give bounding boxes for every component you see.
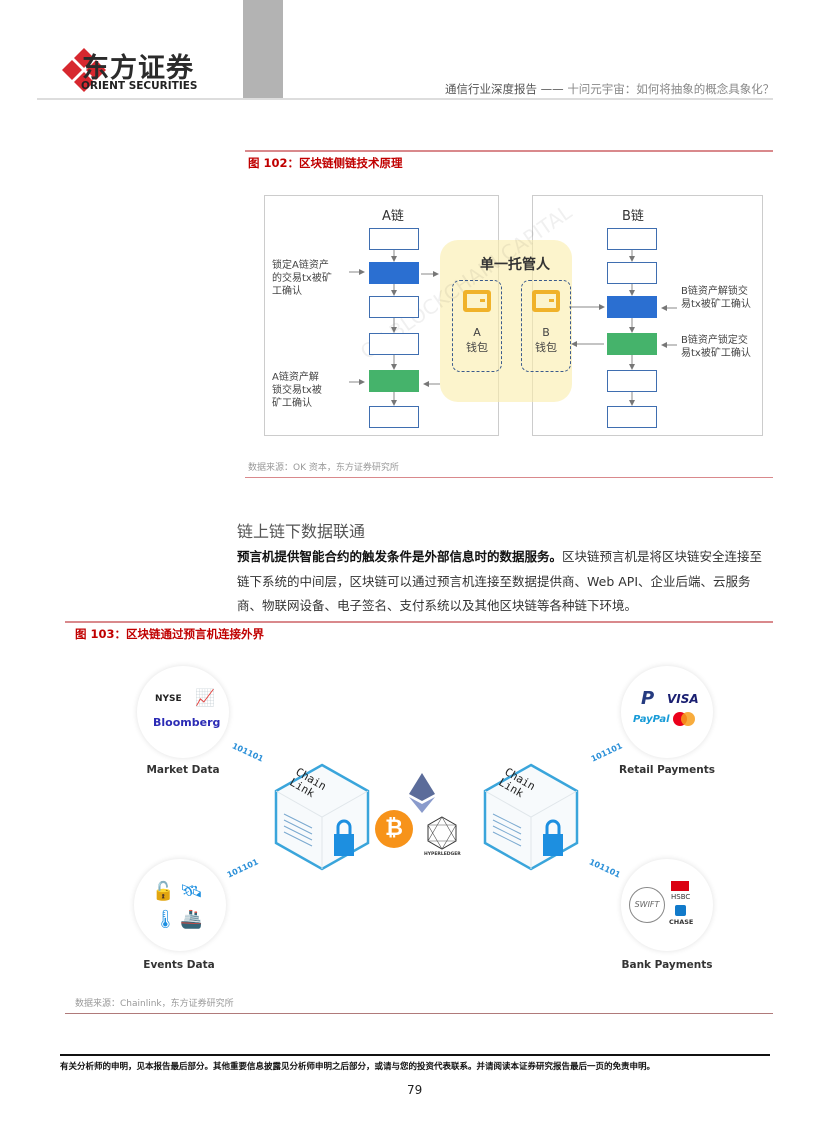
ethereum-icon bbox=[409, 773, 435, 813]
block bbox=[607, 262, 657, 284]
thermometer-icon: 🌡 bbox=[154, 909, 177, 930]
hsbc-logo bbox=[671, 881, 689, 891]
note-a-unlock: A链资产解锁交易tx被矿工确认 bbox=[272, 372, 322, 409]
report-subtitle: 十问元宇宙：如何将抽象的概念具象化？ bbox=[567, 82, 775, 96]
separator: —— bbox=[540, 82, 564, 96]
page-number: 79 bbox=[407, 1083, 423, 1097]
block bbox=[607, 228, 657, 250]
wallet-icon bbox=[463, 290, 491, 312]
brand-name-cn: 东方证券 bbox=[82, 53, 194, 84]
block bbox=[607, 406, 657, 428]
figure-102-source: 数据来源：OK 资本，东方证券研究所 bbox=[248, 463, 399, 473]
chase-logo bbox=[675, 905, 686, 916]
data-flow-bits: 101101 bbox=[589, 741, 624, 764]
wallet-b: B 钱包 bbox=[521, 280, 571, 372]
data-flow-bits: 101101 bbox=[587, 857, 622, 880]
figure-divider bbox=[65, 621, 773, 623]
figure-103-source: 数据来源：Chainlink，东方证券研究所 bbox=[75, 999, 234, 1009]
header-divider bbox=[37, 98, 773, 100]
footer-disclaimer: 有关分析师的申明，见本报告最后部分。其他重要信息披露见分析师申明之后部分，或请与… bbox=[60, 1062, 656, 1072]
chain-b-title: B链 bbox=[622, 209, 644, 224]
report-type: 通信行业深度报告 bbox=[445, 82, 537, 96]
custodian-box bbox=[440, 240, 572, 402]
wallet-icon bbox=[532, 290, 560, 312]
wallet-a: A 钱包 bbox=[452, 280, 502, 372]
chainlink-node-right bbox=[483, 763, 579, 871]
chase-label: CHASE bbox=[669, 918, 694, 926]
block bbox=[369, 406, 419, 428]
footer-divider bbox=[60, 1054, 770, 1056]
data-flow-bits: 101101 bbox=[230, 741, 265, 764]
body-text: 区块链预言机是将区块链安全连接至链下系统的中间层，区块链可以通过预言机连接至数据… bbox=[237, 549, 763, 613]
figure-divider bbox=[65, 1013, 773, 1014]
mastercard-logo bbox=[673, 712, 695, 726]
paypal-logo: PayPal bbox=[633, 714, 670, 725]
figure-divider bbox=[245, 477, 773, 478]
section-paragraph: 预言机提供智能合约的触发条件是外部信息时的数据服务。区块链预言机是将区块链安全连… bbox=[237, 545, 772, 619]
note-a-lock: 锁定A链资产的交易tx被矿工确认 bbox=[272, 260, 332, 297]
figure-103-caption: 图 103：区块链通过预言机连接外界 bbox=[75, 627, 265, 641]
wallet-label: 钱包 bbox=[466, 341, 488, 354]
section-heading: 链上链下数据联通 bbox=[237, 522, 366, 541]
satellite-icon: 🛰 bbox=[180, 881, 203, 902]
bank-payments-label: Bank Payments bbox=[621, 959, 713, 971]
block bbox=[369, 296, 419, 318]
wallet-label: B bbox=[542, 326, 550, 339]
nyse-logo: NYSE bbox=[155, 694, 182, 704]
block bbox=[369, 333, 419, 355]
lock-block bbox=[369, 262, 419, 284]
data-flow-bits: 101101 bbox=[225, 857, 260, 880]
custodian-title: 单一托管人 bbox=[480, 257, 550, 273]
block bbox=[369, 228, 419, 250]
bloomberg-logo: Bloomberg bbox=[153, 716, 221, 729]
swift-logo: SWIFT bbox=[629, 887, 665, 923]
lock-block bbox=[607, 333, 657, 355]
retail-payments-label: Retail Payments bbox=[619, 764, 715, 776]
bitcoin-icon: ₿ bbox=[375, 810, 413, 848]
visa-logo: VISA bbox=[667, 692, 699, 706]
hyperledger-label: HYPERLEDGER bbox=[424, 852, 461, 857]
market-data-circle: NYSE 📈 Bloomberg bbox=[137, 666, 229, 758]
header-accent-bar bbox=[243, 0, 283, 99]
unlock-block bbox=[369, 370, 419, 392]
figure-102-caption: 图 102：区块链侧链技术原理 bbox=[248, 156, 403, 170]
wallet-label: A bbox=[473, 326, 481, 339]
events-data-circle: 🔓 🛰 🌡 🚢 bbox=[134, 859, 226, 951]
unlock-block bbox=[607, 296, 657, 318]
chainlink-node-left bbox=[274, 763, 370, 871]
chain-arrows bbox=[349, 250, 677, 406]
brand-name-en: ORIENT SECURITIES bbox=[81, 80, 198, 92]
bank-payments-circle: SWIFT HSBC CHASE bbox=[621, 859, 713, 951]
lock-icon: 🔓 bbox=[152, 881, 175, 902]
chart-icon: 📈 bbox=[195, 688, 215, 707]
paypal-p-logo: P bbox=[641, 688, 655, 709]
chain-a-title: A链 bbox=[382, 209, 404, 224]
retail-payments-circle: P VISA PayPal bbox=[621, 666, 713, 758]
hyperledger-icon bbox=[427, 816, 457, 850]
hsbc-label: HSBC bbox=[671, 893, 691, 901]
events-data-label: Events Data bbox=[143, 959, 215, 971]
wallet-label: 钱包 bbox=[535, 341, 557, 354]
figure-divider bbox=[245, 150, 773, 152]
note-b-lock: B链资产锁定交易tx被矿工确认 bbox=[681, 335, 751, 359]
lead-sentence: 预言机提供智能合约的触发条件是外部信息时的数据服务。 bbox=[237, 549, 563, 564]
note-b-unlock: B链资产解锁交易tx被矿工确认 bbox=[681, 286, 751, 310]
report-title: 通信行业深度报告 —— 十问元宇宙：如何将抽象的概念具象化？ bbox=[445, 81, 774, 97]
market-data-label: Market Data bbox=[146, 764, 220, 776]
logo bbox=[60, 46, 108, 94]
block bbox=[607, 370, 657, 392]
ship-icon: 🚢 bbox=[180, 909, 203, 930]
